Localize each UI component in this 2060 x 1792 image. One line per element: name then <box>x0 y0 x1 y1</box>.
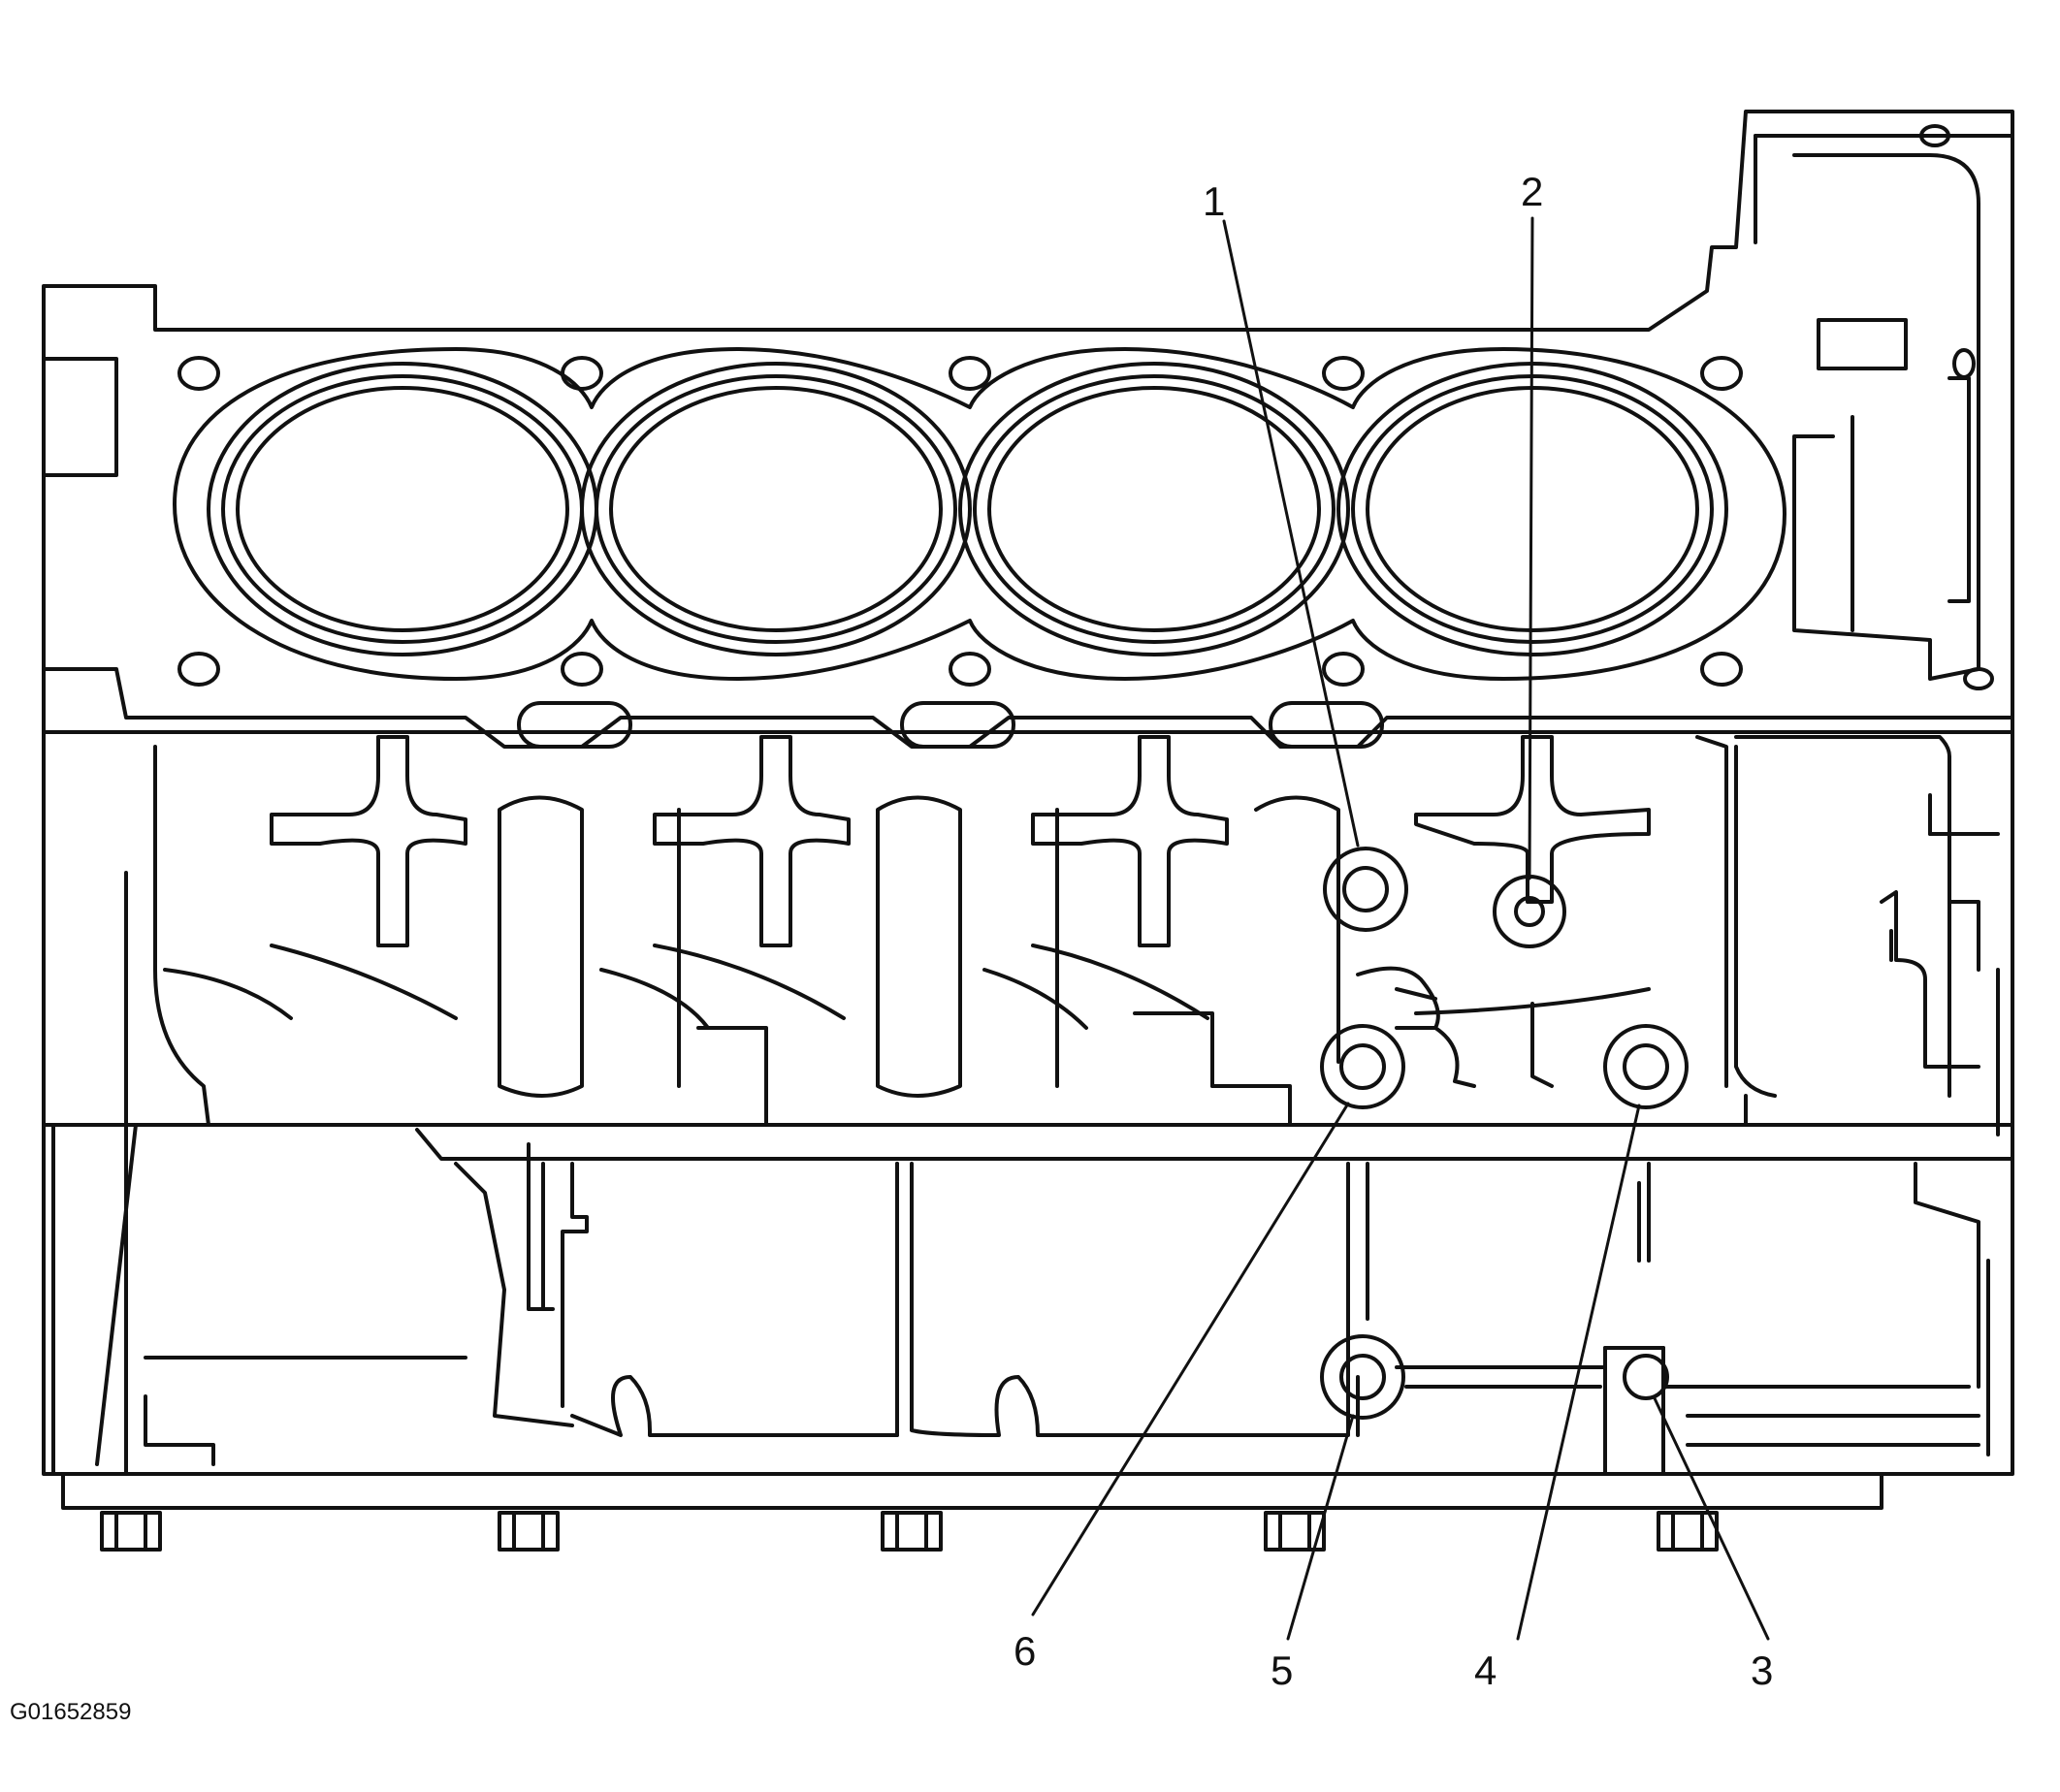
callout-5: 5 <box>1271 1648 1293 1693</box>
upper-crankcase <box>153 735 2000 1136</box>
leader-line-5 <box>1286 1414 1355 1641</box>
callout-labels: 1 2 3 4 5 6 <box>1014 169 1773 1693</box>
callout-3: 3 <box>1751 1648 1773 1693</box>
plug-5 <box>1320 1334 1405 1420</box>
leader-lines <box>1031 216 1770 1641</box>
cylinder-1-bore <box>207 362 598 656</box>
bolt-4 <box>1264 1511 1326 1552</box>
plug-6 <box>1320 1024 1405 1109</box>
block-outline <box>42 110 2014 1476</box>
bolt-5 <box>1657 1511 1719 1552</box>
oil-pan-bolts <box>100 1511 1719 1552</box>
leader-line-6 <box>1031 1102 1350 1616</box>
plug-locations <box>1320 847 1689 1420</box>
plug-4 <box>1603 1024 1689 1109</box>
leader-line-2 <box>1528 216 1534 880</box>
coolant-passages <box>517 701 1384 749</box>
lower-crankcase <box>51 871 1990 1476</box>
bolt-2 <box>498 1511 560 1552</box>
leader-line-3 <box>1652 1394 1770 1641</box>
callout-4: 4 <box>1474 1648 1497 1693</box>
cylinder-bores <box>207 362 1728 656</box>
leader-line-4 <box>1516 1104 1641 1641</box>
split-line <box>42 1123 2014 1161</box>
cylinder-3-bore <box>958 362 1350 656</box>
timing-end-details <box>1792 124 1994 690</box>
cylinder-2-bore <box>580 362 972 656</box>
oil-pan-rail <box>61 1472 1883 1510</box>
gasket-outline <box>173 347 1786 681</box>
head-bolt-holes <box>177 356 1743 687</box>
bolt-1 <box>100 1511 162 1552</box>
callout-2: 2 <box>1521 169 1543 214</box>
bolt-3 <box>881 1511 943 1552</box>
figure-id-label: G01652859 <box>10 1699 132 1725</box>
leader-line-1 <box>1222 219 1360 848</box>
callout-6: 6 <box>1014 1628 1036 1674</box>
plug-3 <box>1623 1354 1669 1400</box>
callout-1: 1 <box>1203 178 1225 224</box>
plug-1 <box>1323 847 1408 932</box>
